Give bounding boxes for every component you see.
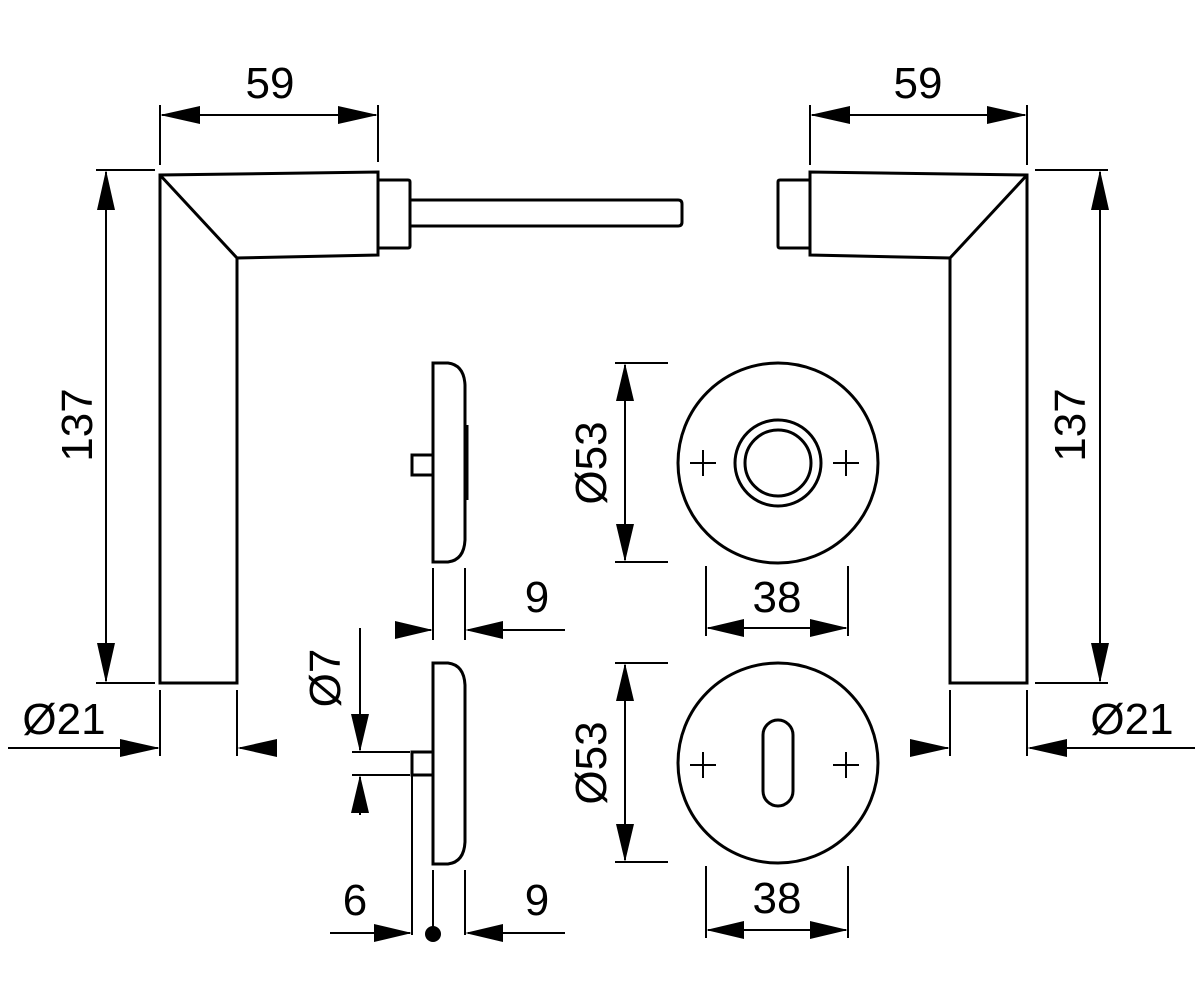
left-height-label: 137 [53, 388, 102, 461]
left-width-dimension: 59 [159, 59, 379, 165]
right-lever-handle [776, 170, 1029, 685]
side-top-depth-label: 9 [525, 573, 549, 622]
top-rose-front-view [676, 361, 880, 565]
side-bottom-offset-dimension: 6 [330, 876, 412, 942]
screw-hole-left-icon [690, 752, 716, 778]
rose-top-diameter-dimension: Ø53 [567, 362, 668, 563]
screw-hole-right-icon [833, 450, 859, 476]
rose-top-diameter-label: Ø53 [567, 421, 616, 504]
screw-hole-right-icon [833, 752, 859, 778]
side-bottom-depth-dimension: 9 [465, 876, 565, 942]
rose-bottom-width-dimension: 38 [705, 866, 849, 939]
right-width-dimension: 59 [809, 59, 1028, 165]
rose-bottom-diameter-label: Ø53 [567, 721, 616, 804]
right-width-label: 59 [894, 59, 943, 108]
bottom-rose-side-view [410, 661, 467, 942]
rose-bottom-width-label: 38 [753, 874, 802, 923]
right-height-label: 137 [1046, 388, 1095, 461]
left-lever-handle [158, 170, 684, 685]
rose-top-width-dimension: 38 [705, 566, 849, 637]
keyhole-slot [761, 718, 795, 808]
right-diameter-dimension: Ø21 [910, 690, 1195, 757]
side-bottom-offset-label: 6 [343, 876, 367, 925]
left-diameter-label: Ø21 [22, 695, 105, 744]
pivot-point [425, 926, 441, 942]
rose-top-width-label: 38 [753, 573, 802, 622]
left-diameter-dimension: Ø21 [8, 690, 277, 757]
right-height-dimension: 137 [1035, 169, 1109, 684]
pin-diameter-dimension: Ø7 [301, 628, 410, 815]
left-width-label: 59 [246, 59, 295, 108]
top-rose-side-view [410, 361, 469, 564]
side-bottom-depth-label: 9 [525, 876, 549, 925]
right-diameter-label: Ø21 [1090, 695, 1173, 744]
side-top-depth-dimension: 9 [395, 568, 565, 640]
screw-hole-left-icon [690, 450, 716, 476]
left-height-dimension: 137 [53, 169, 155, 684]
rose-bottom-diameter-dimension: Ø53 [567, 662, 668, 863]
bottom-rose-front-view [676, 661, 880, 865]
pin-diameter-label: Ø7 [301, 649, 350, 708]
